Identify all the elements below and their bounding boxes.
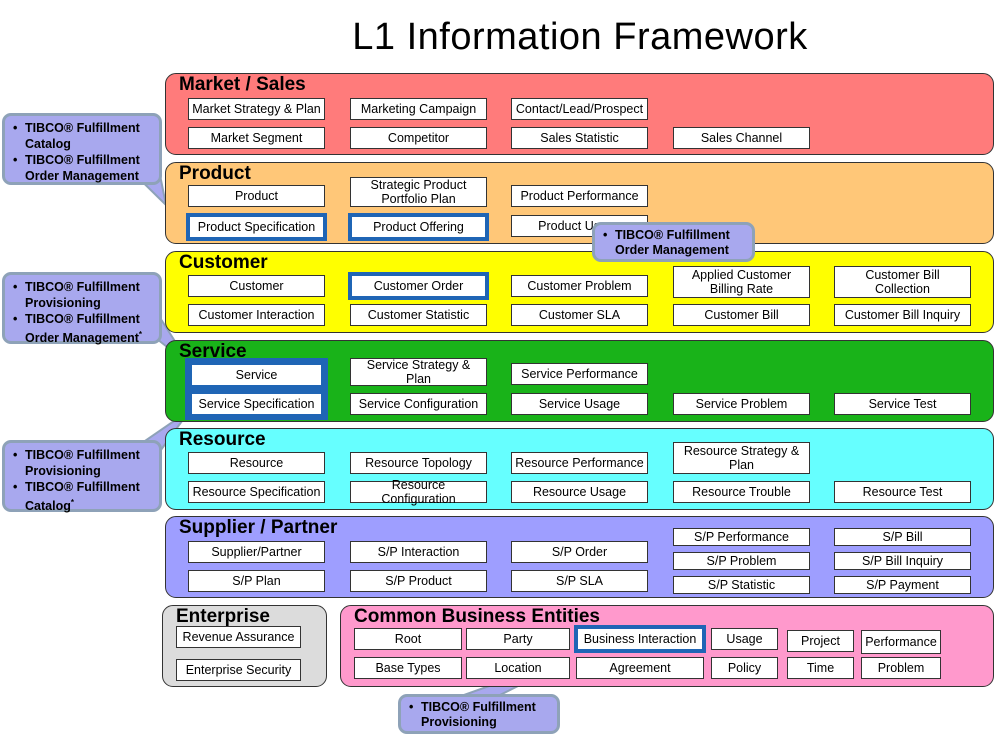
callout-text: TIBCO® Fulfillment Order Management: [25, 153, 140, 183]
domain-title: Resource: [179, 429, 266, 450]
entity-product-specification[interactable]: Product Specification: [186, 213, 327, 241]
entity-strategic-product-portfolio-plan[interactable]: Strategic Product Portfolio Plan: [350, 177, 487, 207]
entity-customer-interaction[interactable]: Customer Interaction: [188, 304, 325, 326]
callout-product: •TIBCO® Fulfillment Catalog •TIBCO® Fulf…: [2, 113, 162, 185]
domain-title: Service: [179, 341, 247, 362]
entity-sales-statistic[interactable]: Sales Statistic: [511, 127, 648, 149]
entity-time[interactable]: Time: [787, 657, 854, 679]
callout-cbe: •TIBCO® Fulfillment Provisioning: [398, 694, 560, 734]
entity-supplier-partner[interactable]: Supplier/Partner: [188, 541, 325, 563]
entity-service-usage[interactable]: Service Usage: [511, 393, 648, 415]
domain-title: Common Business Entities: [354, 606, 600, 627]
callout-text: TIBCO® Fulfillment Provisioning: [25, 448, 140, 478]
entity-resource-trouble[interactable]: Resource Trouble: [673, 481, 810, 503]
entity-market-strategy-plan[interactable]: Market Strategy & Plan: [188, 98, 325, 120]
entity-sp-order[interactable]: S/P Order: [511, 541, 648, 563]
callout-text: TIBCO® Fulfillment Catalog: [25, 121, 140, 151]
entity-resource-configuration[interactable]: Resource Configuration: [350, 478, 487, 506]
entity-resource-performance[interactable]: Resource Performance: [511, 452, 648, 474]
entity-applied-customer-billing-rate[interactable]: Applied Customer Billing Rate: [673, 266, 810, 298]
entity-market-segment[interactable]: Market Segment: [188, 127, 325, 149]
entity-service-performance[interactable]: Service Performance: [511, 363, 648, 385]
callout-resource: •TIBCO® Fulfillment Provisioning •TIBCO®…: [2, 440, 162, 514]
domain-title: Supplier / Partner: [179, 517, 338, 538]
entity-sp-sla[interactable]: S/P SLA: [511, 570, 648, 592]
entity-customer-statistic[interactable]: Customer Statistic: [350, 304, 487, 326]
entity-sp-payment[interactable]: S/P Payment: [834, 576, 971, 594]
entity-policy[interactable]: Policy: [711, 657, 778, 679]
footnote-mark: *: [70, 498, 74, 507]
entity-contact-lead-prospect[interactable]: Contact/Lead/Prospect: [511, 98, 648, 120]
entity-sp-bill[interactable]: S/P Bill: [834, 528, 971, 546]
entity-enterprise-security[interactable]: Enterprise Security: [176, 659, 301, 681]
entity-sp-performance[interactable]: S/P Performance: [673, 528, 810, 546]
entity-product-performance[interactable]: Product Performance: [511, 185, 648, 207]
entity-customer-bill[interactable]: Customer Bill: [673, 304, 810, 326]
callout-text: TIBCO® Fulfillment Provisioning: [25, 280, 140, 310]
entity-resource-specification[interactable]: Resource Specification: [188, 481, 325, 503]
entity-resource-usage[interactable]: Resource Usage: [511, 481, 648, 503]
entity-service-problem[interactable]: Service Problem: [673, 393, 810, 415]
entity-service-strategy-plan[interactable]: Service Strategy & Plan: [350, 358, 487, 386]
callout-text: TIBCO® Fulfillment Order Management: [25, 312, 140, 346]
entity-customer[interactable]: Customer: [188, 275, 325, 297]
entity-performance[interactable]: Performance: [861, 630, 941, 654]
entity-sp-bill-inquiry[interactable]: S/P Bill Inquiry: [834, 552, 971, 570]
callout-text: TIBCO® Fulfillment Order Management: [615, 228, 730, 257]
callout-customer: •TIBCO® Fulfillment Provisioning •TIBCO®…: [2, 272, 162, 346]
entity-product-offering[interactable]: Product Offering: [348, 213, 489, 241]
domain-title: Product: [179, 163, 251, 184]
entity-resource[interactable]: Resource: [188, 452, 325, 474]
entity-usage[interactable]: Usage: [711, 628, 778, 650]
footnote-mark: *: [138, 330, 143, 339]
entity-customer-bill-inquiry[interactable]: Customer Bill Inquiry: [834, 304, 971, 326]
entity-problem[interactable]: Problem: [861, 657, 941, 679]
entity-location[interactable]: Location: [466, 657, 570, 679]
entity-service-specification[interactable]: Service Specification: [192, 394, 321, 414]
entity-sp-plan[interactable]: S/P Plan: [188, 570, 325, 592]
entity-project[interactable]: Project: [787, 630, 854, 652]
entity-marketing-campaign[interactable]: Marketing Campaign: [350, 98, 487, 120]
domain-title: Customer: [179, 252, 268, 273]
entity-sp-interaction[interactable]: S/P Interaction: [350, 541, 487, 563]
entity-business-interaction[interactable]: Business Interaction: [574, 625, 706, 653]
domain-title: Enterprise: [176, 606, 270, 627]
entity-revenue-assurance[interactable]: Revenue Assurance: [176, 626, 301, 648]
entity-sp-statistic[interactable]: S/P Statistic: [673, 576, 810, 594]
entity-customer-problem[interactable]: Customer Problem: [511, 275, 648, 297]
entity-resource-topology[interactable]: Resource Topology: [350, 452, 487, 474]
entity-sp-problem[interactable]: S/P Problem: [673, 552, 810, 570]
entity-base-types[interactable]: Base Types: [354, 657, 462, 679]
domain-title: Market / Sales: [179, 74, 306, 95]
entity-customer-sla[interactable]: Customer SLA: [511, 304, 648, 326]
callout-customer-order: •TIBCO® Fulfillment Order Management: [592, 222, 755, 262]
entity-customer-order[interactable]: Customer Order: [348, 272, 489, 300]
entity-resource-test[interactable]: Resource Test: [834, 481, 971, 503]
entity-sp-product[interactable]: S/P Product: [350, 570, 487, 592]
entity-root[interactable]: Root: [354, 628, 462, 650]
entity-agreement[interactable]: Agreement: [576, 657, 704, 679]
entity-product[interactable]: Product: [188, 185, 325, 207]
entity-competitor[interactable]: Competitor: [350, 127, 487, 149]
callout-text: TIBCO® Fulfillment Catalog: [25, 480, 140, 514]
page-title: L1 Information Framework: [352, 16, 808, 58]
entity-service[interactable]: Service: [192, 365, 321, 385]
entity-service-test[interactable]: Service Test: [834, 393, 971, 415]
entity-party[interactable]: Party: [466, 628, 570, 650]
entity-resource-strategy-plan[interactable]: Resource Strategy & Plan: [673, 442, 810, 474]
entity-sales-channel[interactable]: Sales Channel: [673, 127, 810, 149]
callout-text: TIBCO® Fulfillment Provisioning: [421, 700, 536, 729]
entity-customer-bill-collection[interactable]: Customer Bill Collection: [834, 266, 971, 298]
entity-service-configuration[interactable]: Service Configuration: [350, 393, 487, 415]
